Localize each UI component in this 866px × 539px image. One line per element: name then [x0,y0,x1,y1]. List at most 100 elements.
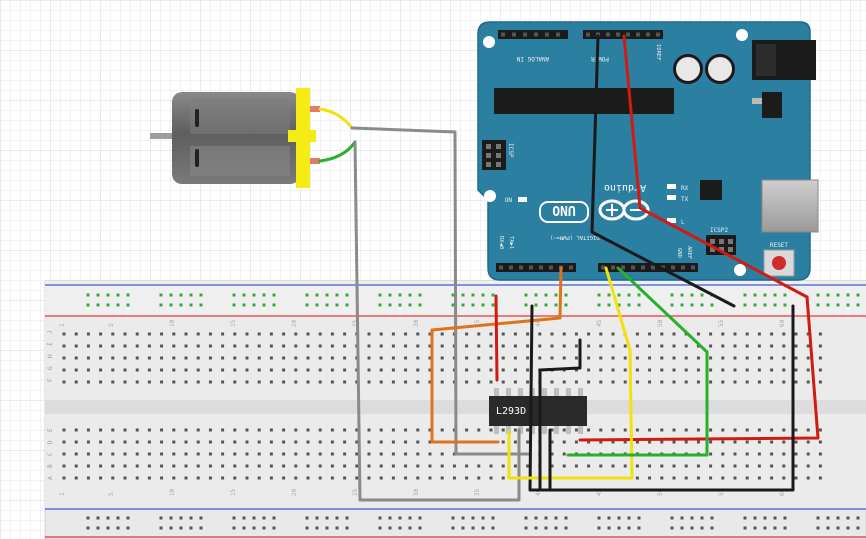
breadboard-hole[interactable] [416,332,420,336]
rail-hole[interactable] [325,516,329,520]
breadboard-hole[interactable] [794,464,798,468]
breadboard-hole[interactable] [221,464,225,468]
rail-hole[interactable] [471,516,475,520]
breadboard-hole[interactable] [513,464,517,468]
rail-hole[interactable] [680,303,684,307]
rail-hole[interactable] [96,293,100,297]
chip-pin[interactable] [578,425,583,434]
breadboard-hole[interactable] [62,332,66,336]
breadboard-hole[interactable] [745,332,749,336]
breadboard-hole[interactable] [489,368,493,372]
rail-hole[interactable] [680,516,684,520]
rail-hole[interactable] [106,293,110,297]
reset-button-cap[interactable] [772,256,786,270]
rail-hole[interactable] [524,303,528,307]
rail-hole[interactable] [272,303,276,307]
breadboard-hole[interactable] [526,356,530,360]
rail-hole[interactable] [481,303,485,307]
breadboard-hole[interactable] [696,380,700,384]
breadboard-hole[interactable] [294,344,298,348]
rail-hole[interactable] [252,516,256,520]
breadboard-hole[interactable] [330,332,334,336]
header-pin[interactable] [646,32,650,37]
breadboard-hole[interactable] [721,368,725,372]
breadboard-hole[interactable] [538,356,542,360]
breadboard-hole[interactable] [355,476,359,480]
rail-hole[interactable] [670,516,674,520]
breadboard-hole[interactable] [257,344,261,348]
breadboard-hole[interactable] [648,332,652,336]
breadboard-hole[interactable] [818,356,822,360]
breadboard-hole[interactable] [391,464,395,468]
breadboard-hole[interactable] [282,428,286,432]
breadboard-hole[interactable] [404,380,408,384]
breadboard-hole[interactable] [379,332,383,336]
header-pin[interactable] [534,32,538,37]
breadboard-hole[interactable] [465,368,469,372]
breadboard-hole[interactable] [355,380,359,384]
rail-hole[interactable] [763,303,767,307]
breadboard-hole[interactable] [721,464,725,468]
breadboard-hole[interactable] [818,476,822,480]
breadboard-hole[interactable] [574,368,578,372]
breadboard-hole[interactable] [172,332,176,336]
breadboard-hole[interactable] [672,368,676,372]
breadboard-hole[interactable] [806,440,810,444]
header-pin[interactable] [545,32,549,37]
rail-hole[interactable] [408,516,412,520]
rail-hole[interactable] [106,516,110,520]
breadboard-hole[interactable] [172,476,176,480]
breadboard-hole[interactable] [282,344,286,348]
breadboard-hole[interactable] [574,344,578,348]
rail-hole[interactable] [315,526,319,530]
breadboard-hole[interactable] [733,332,737,336]
rail-hole[interactable] [680,293,684,297]
breadboard-hole[interactable] [294,368,298,372]
rail-hole[interactable] [398,303,402,307]
breadboard-hole[interactable] [672,380,676,384]
rail-hole[interactable] [700,293,704,297]
breadboard-hole[interactable] [367,452,371,456]
breadboard-hole[interactable] [794,476,798,480]
breadboard-hole[interactable] [245,368,249,372]
rail-hole[interactable] [763,293,767,297]
rail-hole[interactable] [345,303,349,307]
breadboard-hole[interactable] [684,464,688,468]
breadboard-hole[interactable] [135,332,139,336]
rail-hole[interactable] [524,526,528,530]
breadboard-hole[interactable] [282,476,286,480]
breadboard-hole[interactable] [282,452,286,456]
breadboard-hole[interactable] [257,356,261,360]
breadboard-hole[interactable] [318,368,322,372]
breadboard-hole[interactable] [233,380,237,384]
rail-hole[interactable] [305,526,309,530]
breadboard-hole[interactable] [269,452,273,456]
breadboard-hole[interactable] [135,380,139,384]
breadboard-hole[interactable] [233,428,237,432]
breadboard-hole[interactable] [501,428,505,432]
rail-hole[interactable] [242,303,246,307]
breadboard-hole[interactable] [428,476,432,480]
breadboard-hole[interactable] [74,440,78,444]
rail-hole[interactable] [743,293,747,297]
chip-pin[interactable] [554,425,559,434]
breadboard-hole[interactable] [123,440,127,444]
breadboard-hole[interactable] [623,440,627,444]
breadboard-hole[interactable] [672,428,676,432]
rail-hole[interactable] [179,516,183,520]
breadboard-hole[interactable] [416,368,420,372]
header-pin[interactable] [606,32,610,37]
breadboard-hole[interactable] [721,452,725,456]
breadboard-hole[interactable] [562,440,566,444]
breadboard-hole[interactable] [818,368,822,372]
rail-hole[interactable] [378,293,382,297]
rail-hole[interactable] [670,293,674,297]
breadboard-hole[interactable] [391,452,395,456]
breadboard-hole[interactable] [221,332,225,336]
breadboard-hole[interactable] [757,440,761,444]
breadboard-hole[interactable] [294,464,298,468]
rail-hole[interactable] [305,516,309,520]
breadboard-hole[interactable] [696,440,700,444]
breadboard-hole[interactable] [257,368,261,372]
rail-hole[interactable] [700,516,704,520]
